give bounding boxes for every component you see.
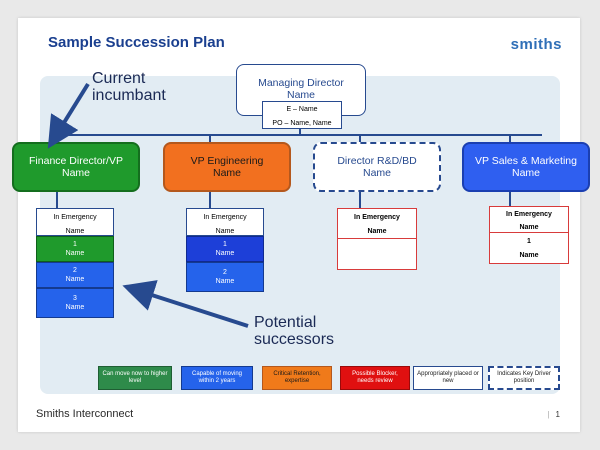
page-number-value: 1: [555, 410, 560, 419]
successor-finance-3: 3 Name: [36, 288, 114, 318]
page-divider: |: [547, 410, 550, 419]
emergency-rd-name: Name: [367, 228, 387, 235]
successor-finance-3-num: 3: [73, 295, 77, 302]
emergency-rd-header: In Emergency Name: [338, 209, 416, 239]
successor-engineering-1-num: 1: [223, 241, 227, 248]
legend-appropriately-placed-label: Appropriately placed or new: [417, 371, 479, 384]
successor-finance-2-num: 2: [73, 267, 77, 274]
role-engineering-title: VP Engineering: [190, 155, 264, 167]
footer-company: Smiths Interconnect: [36, 408, 134, 420]
successor-finance-1-name: Name: [65, 250, 85, 257]
legend-capable-2-years: Capable of moving within 2 years: [181, 366, 253, 390]
connector-finance-down: [56, 188, 58, 208]
emergency-engineering-name: Name: [215, 228, 235, 235]
role-engineering-name: Name: [212, 167, 241, 179]
callout-current-line1: Current: [92, 70, 146, 87]
connector-horizontal: [56, 134, 542, 136]
role-rd-name: Name: [362, 167, 391, 179]
successor-finance-2-name: Name: [65, 276, 85, 283]
callout-potential-line2: successors: [254, 331, 335, 348]
emergency-sales: In Emergency Name 1 Name: [489, 206, 569, 264]
legend-critical-retention: Critical Retention, expertise: [262, 366, 332, 390]
emergency-rd: In Emergency Name: [337, 208, 417, 270]
successor-sales-1: 1 Name: [490, 233, 568, 260]
role-finance-title: Finance Director/VP: [29, 155, 123, 167]
connector-rd-down: [359, 188, 361, 208]
callout-current: Current incumbant: [92, 70, 166, 104]
callout-current-line2: incumbant: [92, 87, 166, 104]
legend-critical-retention-label: Critical Retention, expertise: [273, 371, 321, 384]
emergency-engineering-label: In Emergency: [203, 214, 247, 221]
successor-finance-2: 2 Name: [36, 262, 114, 288]
role-rd-title: Director R&D/BD: [337, 155, 417, 167]
managing-director-name: Name: [286, 89, 315, 101]
successor-engineering-2-num: 2: [223, 269, 227, 276]
emergency-engineering: In Emergency Name: [186, 208, 264, 236]
connector-engineering-down: [209, 188, 211, 208]
successor-engineering-1-name: Name: [215, 250, 235, 257]
managing-director-sub: E – Name PO – Name, Name: [262, 101, 342, 129]
legend-capable-2-years-label: Capable of moving within 2 years: [191, 371, 243, 384]
connector-sales-down: [509, 188, 511, 208]
connector-engineering: [209, 134, 211, 144]
successor-sales-1-num: 1: [527, 238, 531, 245]
successor-engineering-2-name: Name: [215, 278, 235, 285]
connector-rd: [359, 134, 361, 144]
legend-possible-blocker: Possible Blocker, needs review: [340, 366, 410, 390]
legend-possible-blocker-label: Possible Blocker, needs review: [352, 371, 398, 384]
callout-potential: Potential successors: [254, 314, 334, 348]
role-sales-title: VP Sales & Marketing: [475, 155, 577, 167]
connector-sales: [509, 134, 511, 144]
managing-director-sub1: E – Name: [286, 106, 318, 113]
page-title: Sample Succession Plan: [48, 34, 225, 51]
callout-potential-line1: Potential: [254, 314, 317, 331]
slide: Sample Succession Plan smiths Managing D…: [12, 18, 590, 432]
managing-director-sub2: PO – Name, Name: [272, 120, 332, 127]
connector-trunk: [299, 122, 301, 136]
emergency-sales-name: Name: [519, 224, 539, 231]
legend-move-now: Can move now to higher level: [98, 366, 172, 390]
legend-key-driver-label: Indicates Key Driver position: [497, 371, 551, 384]
legend-move-now-label: Can move now to higher level: [102, 371, 168, 384]
emergency-finance-label: In Emergency: [53, 214, 97, 221]
legend-key-driver: Indicates Key Driver position: [488, 366, 560, 390]
successor-finance-3-name: Name: [65, 304, 85, 311]
emergency-rd-label: In Emergency: [354, 214, 400, 221]
successor-finance-1: 1 Name: [36, 236, 114, 262]
role-sales-name: Name: [511, 167, 540, 179]
managing-director-title: Managing Director: [258, 77, 344, 89]
legend-appropriately-placed: Appropriately placed or new: [413, 366, 483, 390]
successor-engineering-1: 1 Name: [186, 236, 264, 262]
successor-finance-1-num: 1: [73, 241, 77, 248]
page-number: |1: [547, 410, 560, 419]
successor-sales-1-name: Name: [519, 252, 539, 259]
role-finance-name: Name: [61, 167, 90, 179]
emergency-finance-name: Name: [65, 228, 85, 235]
emergency-finance: In Emergency Name: [36, 208, 114, 236]
emergency-sales-header: In Emergency Name: [490, 207, 568, 233]
emergency-sales-label: In Emergency: [506, 211, 552, 218]
company-logo: smiths: [510, 36, 562, 53]
successor-engineering-2: 2 Name: [186, 262, 264, 292]
